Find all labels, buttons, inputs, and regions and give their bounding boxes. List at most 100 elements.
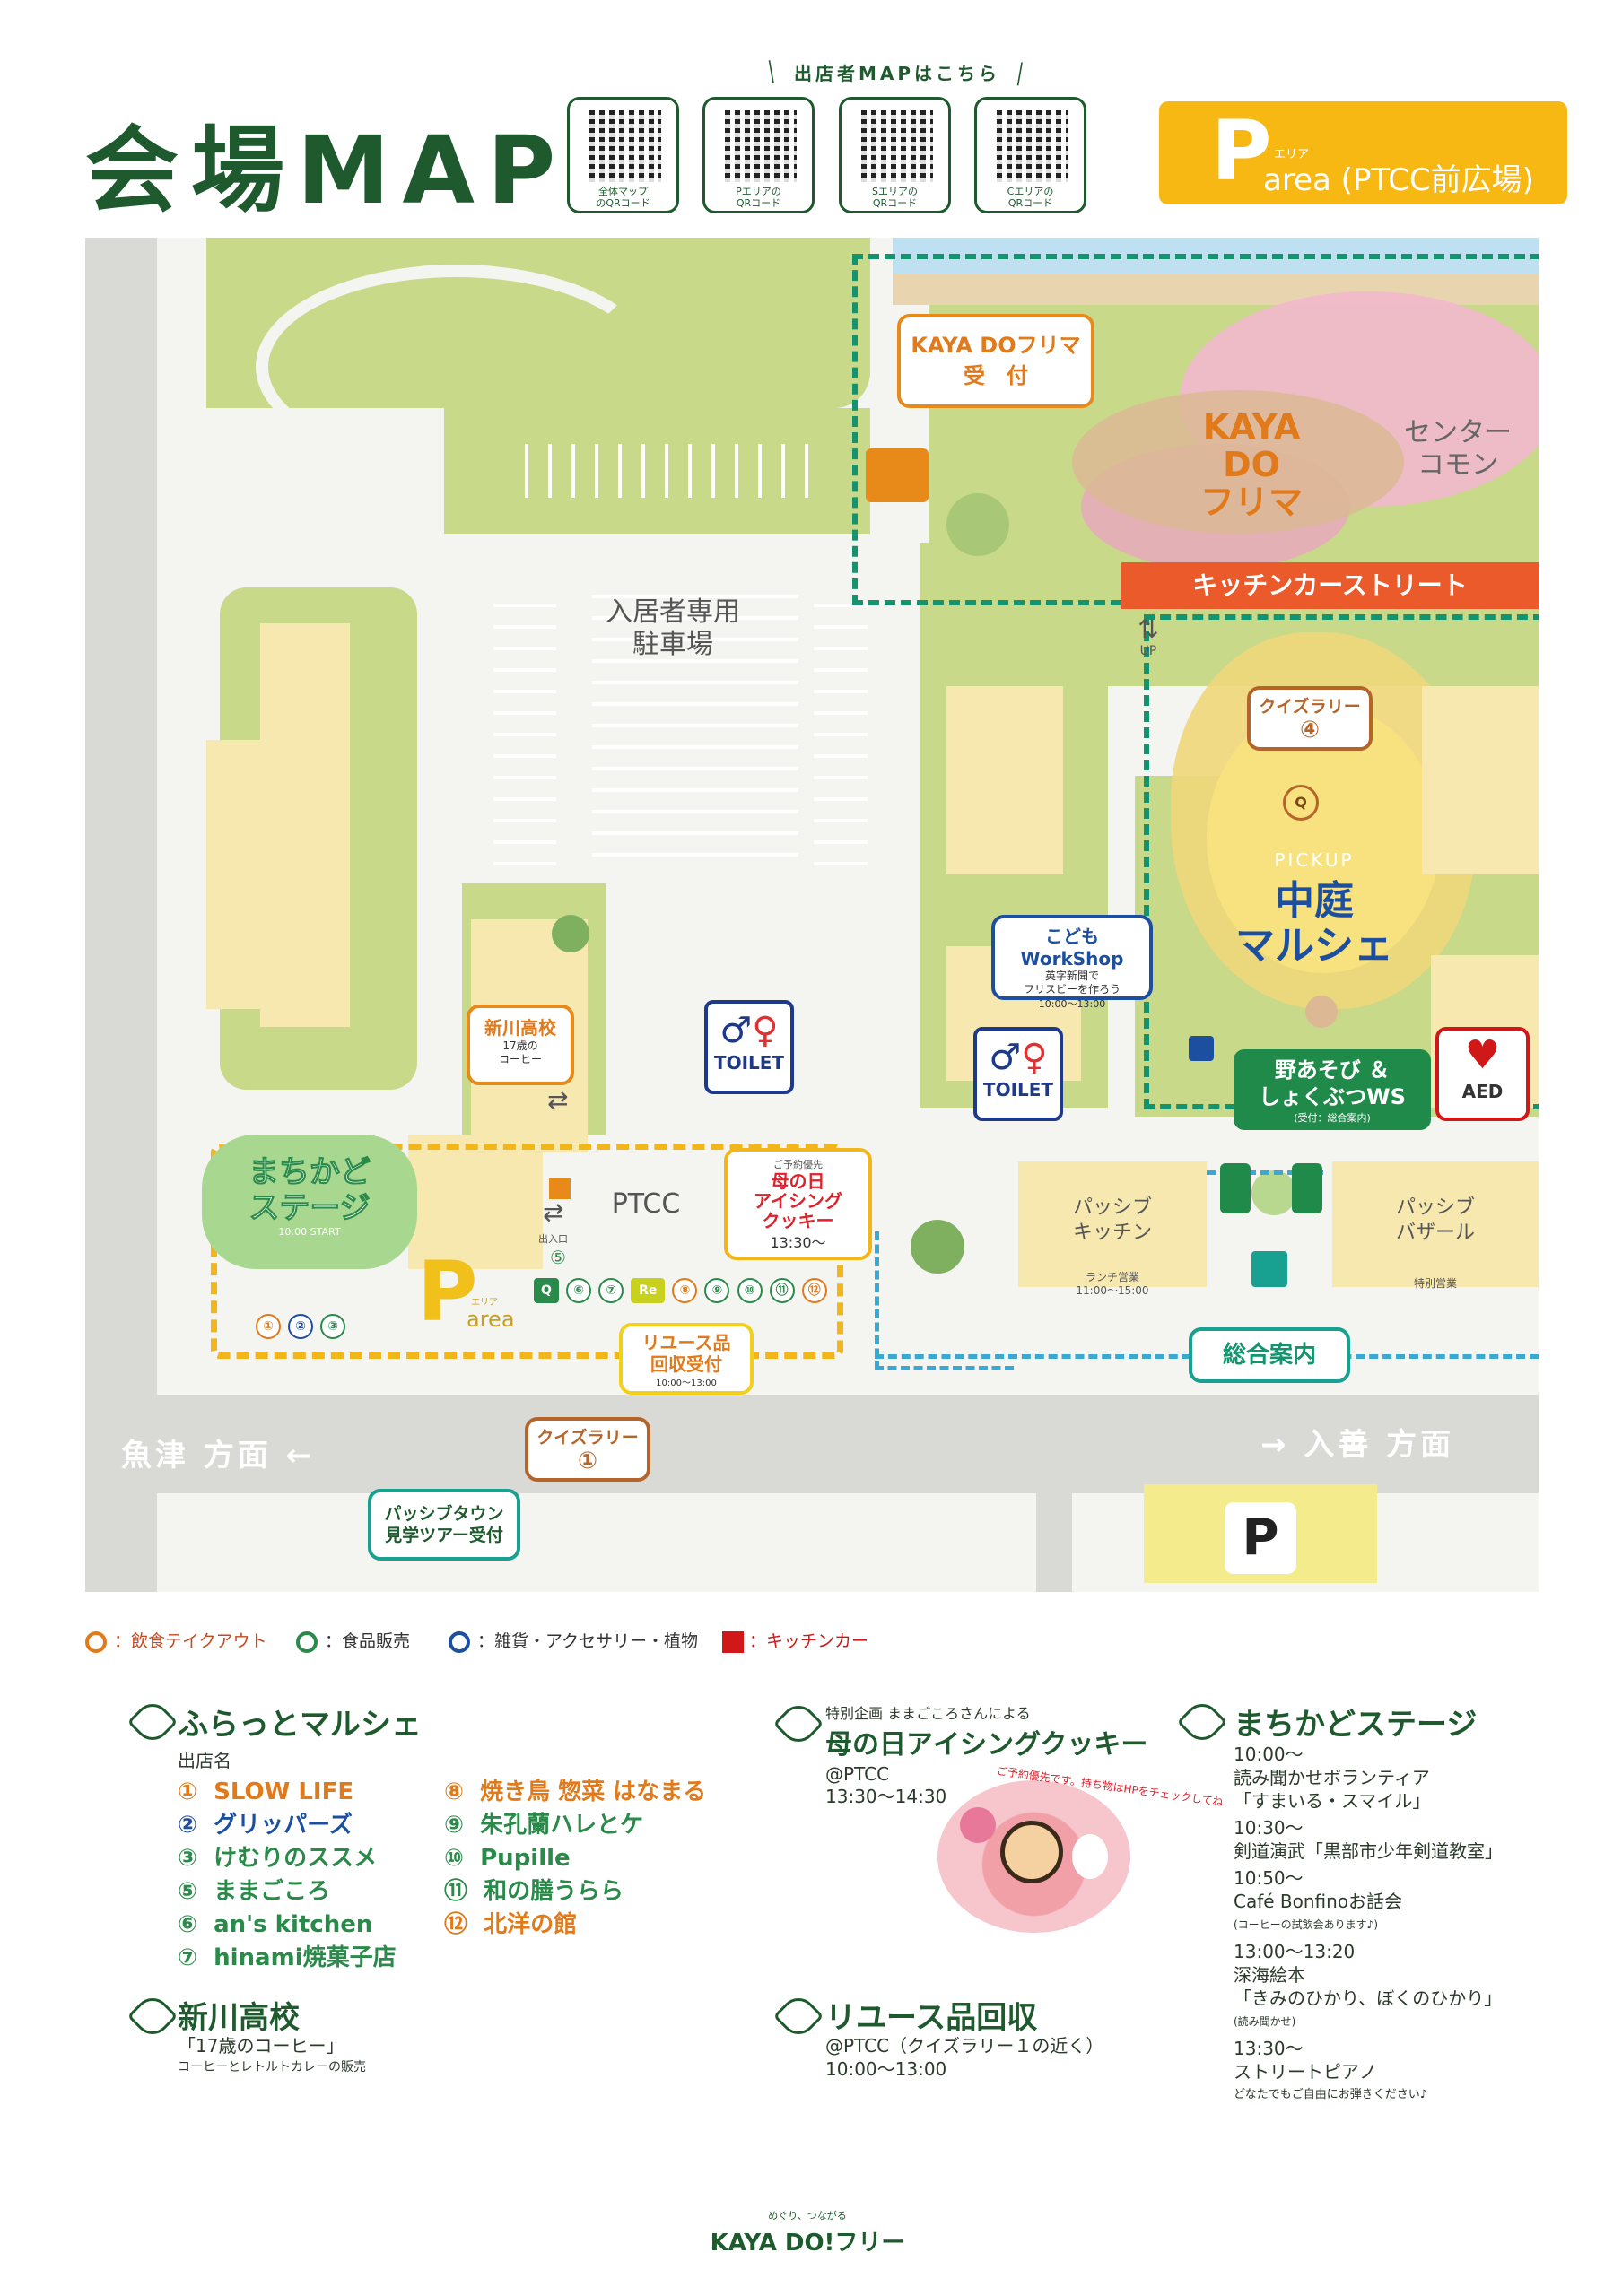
vendor-list-left: ① SLOW LIFE ② グリッパーズ ③ けむりのススメ ⑤ ままごころ ⑥… bbox=[178, 1776, 397, 1975]
entrance-label: 出入口 bbox=[538, 1233, 568, 1245]
direction-uozu: 魚津 方面 ← bbox=[121, 1438, 316, 1474]
building-east-3 bbox=[1422, 686, 1539, 874]
list-item: 13:30〜ストリートピアノどなたでもご自由にお弾きください♪ bbox=[1234, 2038, 1428, 2101]
shinkawa-marker[interactable] bbox=[549, 1178, 571, 1199]
leaf-icon bbox=[772, 1698, 824, 1750]
leaf-icon bbox=[772, 1990, 824, 2042]
parking-stripes-right bbox=[814, 587, 868, 865]
toilet-sign-ptcc: ♂♀ TOILET bbox=[704, 1000, 794, 1094]
resident-parking-label: 入居者専用 駐車場 bbox=[606, 596, 740, 660]
list-item: 10:00〜読み聞かせボランティア「すまいる・スマイル」 bbox=[1234, 1744, 1431, 1812]
special-pre: 特別企画 ままごころさんによる bbox=[825, 1705, 1031, 1722]
up-label: ⇅UP bbox=[1138, 614, 1159, 658]
courtyard-marche-label: 中庭 マルシェ bbox=[1235, 878, 1393, 969]
female-icon: ♀ bbox=[1021, 1037, 1048, 1078]
list-item: ⑨ 朱孔蘭ハレとケ bbox=[444, 1812, 644, 1839]
footer-logo: KAYA DO!フリー bbox=[710, 2230, 905, 2257]
green-ring-icon bbox=[296, 1631, 318, 1653]
p-area-word: area bbox=[467, 1307, 515, 1332]
male-icon: ♂ bbox=[719, 1010, 753, 1051]
list-item: ⑦ hinami焼菓子店 bbox=[178, 1944, 397, 1971]
parking-stripes-center bbox=[592, 587, 798, 857]
kayado-reception-marker[interactable] bbox=[866, 448, 929, 502]
pickup-label: PICKUP bbox=[1274, 849, 1355, 871]
qr-code-image bbox=[589, 110, 661, 182]
tour-reception-callout: パッシブタウン 見学ツアー受付 bbox=[368, 1489, 520, 1561]
heart-icon: ♥ bbox=[1464, 1032, 1501, 1078]
frima-zone bbox=[1072, 390, 1404, 534]
stage-title: まちかどステージ bbox=[1234, 1707, 1478, 1743]
building-ptcc bbox=[408, 1135, 543, 1269]
parking-stripes-top bbox=[525, 444, 812, 498]
orange-ring-icon bbox=[85, 1631, 107, 1653]
qr-code-image bbox=[997, 110, 1068, 182]
list-item: ⑥ an's kitchen bbox=[178, 1911, 373, 1938]
qr-code-image bbox=[861, 110, 933, 182]
toilet-sign-east: ♂♀ TOILET bbox=[973, 1027, 1063, 1121]
arrows-icon: ⇄ bbox=[543, 1197, 564, 1227]
quiz-q-marker[interactable]: Q bbox=[1283, 785, 1319, 821]
building-east-1 bbox=[946, 686, 1063, 874]
leaf-icon bbox=[1176, 1696, 1228, 1748]
qr-code-overall[interactable]: 全体マップのQRコード bbox=[567, 97, 679, 213]
shinkawa-desc: コーヒーとレトルトカレーの販売 bbox=[178, 2060, 366, 2074]
aed-sign: ♥ AED bbox=[1435, 1027, 1530, 1121]
entrance-number: ⑤ bbox=[550, 1247, 566, 1268]
legend-takeout: ：飲食テイクアウト bbox=[85, 1628, 267, 1653]
leaf-icon bbox=[126, 1990, 179, 2042]
list-item: ⑫ 北洋の館 bbox=[444, 1911, 578, 1938]
list-item: 10:30〜剣道演武「黒部市少年剣道教室」 bbox=[1234, 1817, 1503, 1862]
kids-workshop-marker[interactable] bbox=[1189, 1036, 1214, 1061]
icing-cookie-photo bbox=[937, 1780, 1130, 1933]
machikado-stage: まちかど ステージ 10:00 START bbox=[202, 1135, 417, 1269]
tree bbox=[911, 1220, 964, 1274]
special-place: @PTCC bbox=[825, 1763, 890, 1785]
list-item: ⑤ ままごころ bbox=[178, 1878, 331, 1905]
p-area-letter: P bbox=[417, 1244, 478, 1340]
shinkawa-product: 「17歳のコーヒー」 bbox=[178, 2035, 344, 2057]
vendor-list-right: ⑧ 焼き鳥 惣菜 はなまる ⑨ 朱孔蘭ハレとケ ⑩ Pupille ⑪ 和の膳う… bbox=[444, 1776, 706, 1942]
road-main bbox=[85, 1395, 1539, 1493]
info-center-callout: 総合案内 bbox=[1189, 1327, 1350, 1383]
noasobi-marker[interactable] bbox=[1220, 1163, 1251, 1213]
passive-kitchen-label: パッシブ キッチン ランチ営業 11:00〜15:00 bbox=[1072, 1196, 1152, 1297]
arrows-icon: ⇄ bbox=[547, 1085, 569, 1115]
building-passive-kitchen bbox=[1018, 1161, 1207, 1287]
blue-ring-icon bbox=[449, 1631, 470, 1653]
male-icon: ♂ bbox=[989, 1037, 1022, 1078]
list-item: ① SLOW LIFE bbox=[178, 1779, 354, 1805]
p-area-stall-numbers-left: ① ② ③ bbox=[256, 1314, 348, 1339]
zone-blue-border bbox=[875, 1231, 1014, 1370]
tree bbox=[946, 493, 1009, 556]
female-icon: ♀ bbox=[752, 1010, 779, 1051]
list-item: ⑪ 和の膳うらら bbox=[444, 1878, 624, 1905]
leaf-icon bbox=[126, 1696, 179, 1748]
kitchen-car-street-banner: キッチンカーストリート bbox=[1121, 562, 1539, 609]
tree bbox=[1251, 1170, 1296, 1215]
direction-nyuzen: → 入善 方面 bbox=[1260, 1427, 1455, 1463]
tree bbox=[552, 915, 589, 952]
legend-goods: ：雑貨・アクセサリー・植物 bbox=[449, 1628, 698, 1653]
cookie-face bbox=[1000, 1821, 1063, 1883]
shinkawa-callout: 新川高校 17歳の コーヒー bbox=[467, 1004, 574, 1085]
parking-sign: P bbox=[1225, 1502, 1296, 1574]
noasobi-marker[interactable] bbox=[1292, 1163, 1322, 1213]
flat-marche-title: ふらっとマルシェ bbox=[178, 1707, 422, 1743]
info-center-marker[interactable] bbox=[1251, 1251, 1287, 1287]
ptcc-label: PTCC bbox=[611, 1188, 681, 1220]
kayado-frima-label: KAYA DO フリマ bbox=[1199, 407, 1303, 522]
parking-stripes-left bbox=[493, 587, 556, 865]
list-item: ② グリッパーズ bbox=[178, 1812, 353, 1839]
page-title: 会場MAP bbox=[85, 116, 569, 225]
reuse-place: @PTCC（クイズラリー１の近く） bbox=[825, 2035, 1104, 2057]
passive-bazaar-label: パッシブ バザール 特別営業 bbox=[1395, 1196, 1475, 1290]
p-area-stall-row: Q ⑥ ⑦ Re ⑧ ⑨ ⑩ ⑪ ⑫ bbox=[534, 1278, 830, 1303]
special-title: 母の日アイシングクッキー bbox=[825, 1729, 1148, 1761]
center-common-label: センター コモン bbox=[1404, 417, 1512, 481]
